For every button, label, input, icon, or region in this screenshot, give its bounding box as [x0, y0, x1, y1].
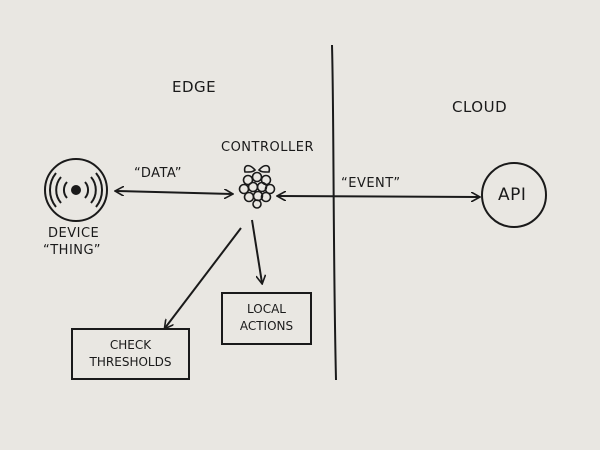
- zone-label-edge: EDGE: [172, 78, 217, 96]
- api-node: [481, 162, 547, 228]
- local-actions-line1: LOCAL: [247, 302, 286, 316]
- local-actions-arrow: [251, 219, 262, 283]
- wireless-signal-icon: [44, 158, 108, 222]
- local-actions-box: [221, 292, 312, 345]
- event-edge-label: “EVENT”: [341, 176, 401, 191]
- check-thresholds-label: CHECK THRESHOLDS: [72, 337, 189, 371]
- device-label-line1: DEVICE: [48, 226, 100, 241]
- zone-label-cloud: CLOUD: [452, 98, 508, 116]
- raspberry-icon: [238, 164, 276, 209]
- check-thresholds-box: [71, 328, 190, 380]
- local-actions-label: LOCAL ACTIONS: [222, 301, 311, 335]
- check-thresholds-line2: THRESHOLDS: [89, 355, 172, 369]
- api-label: API: [498, 185, 527, 205]
- event-arrow: [278, 196, 479, 197]
- device-label-line2: “THING”: [43, 243, 102, 258]
- controller-label: CONTROLLER: [221, 140, 314, 155]
- check-thresholds-arrow: [165, 227, 242, 328]
- data-arrow: [116, 191, 232, 194]
- data-edge-label: “DATA”: [134, 166, 182, 181]
- check-thresholds-line1: CHECK: [109, 338, 152, 352]
- edge-cloud-divider: [331, 44, 337, 381]
- local-actions-line2: ACTIONS: [239, 319, 294, 333]
